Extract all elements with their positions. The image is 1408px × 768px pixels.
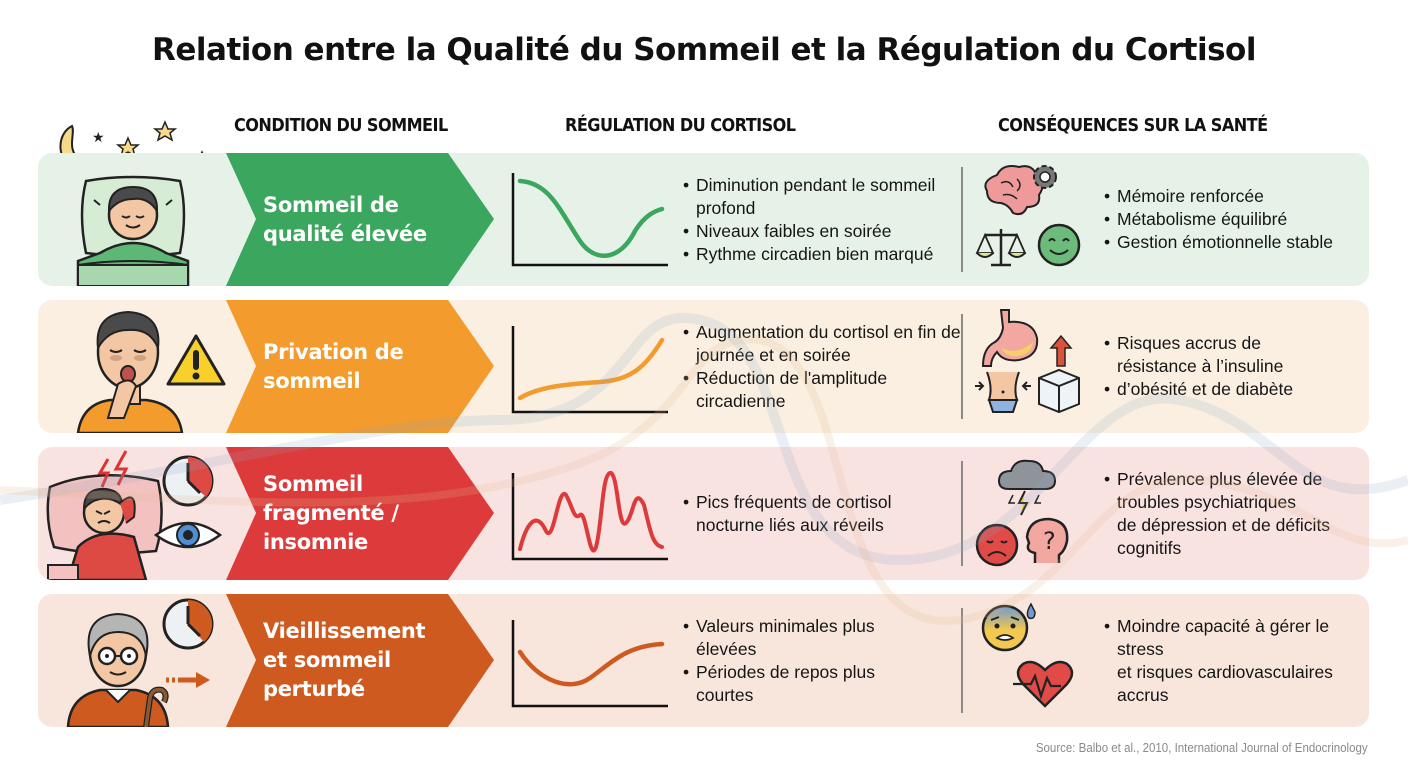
row-sleep-deprivation: Privation de sommeil Augmentation du cor…	[38, 300, 1369, 433]
regulation-item: Rythme circadien bien marqué	[683, 243, 963, 266]
regulation-item: Valeurs minimales plus élevées	[683, 615, 918, 661]
divider	[961, 608, 963, 713]
arrow-right-icon	[166, 672, 210, 688]
condition-banner-red	[226, 447, 494, 580]
regulation-item: Diminution pendant le sommeil profond	[683, 174, 963, 220]
regulation-item: Augmentation du cortisol en fin de journ…	[683, 321, 963, 367]
yawning-person-icon	[76, 310, 226, 433]
regulation-item: Réduction de l'amplitude circadienne	[683, 367, 963, 413]
condition-banner-green	[226, 153, 494, 286]
clock-icon	[162, 455, 214, 507]
row-aging-sleep: Vieillissement et sommeil perturbé Valeu…	[38, 594, 1369, 727]
heart-pulse-icon	[1013, 660, 1074, 708]
condition-label: Sommeil de qualité élevée	[263, 192, 427, 246]
elderly-person-icon	[66, 598, 214, 727]
source-citation: Source: Balbo et al., 2010, Internationa…	[1036, 741, 1368, 755]
brain-gear-icon	[984, 165, 1057, 216]
consequences-list: Mémoire renforcée Métabolisme équilibré …	[1104, 153, 1369, 286]
condition-banner-burnt-orange	[226, 594, 494, 727]
condition-label: Vieillissement et sommeil perturbé	[263, 619, 426, 701]
consequences-list: Moindre capacité à gérer le stress et ri…	[1104, 594, 1369, 727]
consequence-item: d’obésité et de diabète	[1104, 378, 1369, 401]
anxious-face-icon	[981, 602, 1036, 652]
consequences-list: Prévalence plus élevée de troubles psych…	[1104, 447, 1369, 580]
clock-icon	[162, 598, 214, 650]
eye-icon	[153, 521, 223, 549]
regulation-list: Pics fréquents de cortisol nocturne liés…	[683, 447, 963, 580]
stomach-icon	[981, 309, 1039, 367]
health-icons-group: ?	[975, 459, 1069, 567]
regulation-list: Augmentation du cortisol en fin de journ…	[683, 300, 963, 433]
consequence-continuation: de dépression et de déficits cognitifs	[1117, 514, 1331, 558]
regulation-list: Diminution pendant le sommeil profond Ni…	[683, 153, 963, 286]
consequence-item: Prévalence plus élevée de troubles psych…	[1104, 468, 1354, 514]
cortisol-curve-chart	[511, 326, 668, 414]
cortisol-curve-chart	[511, 173, 668, 267]
page-title: Relation entre la Qualité du Sommeil et …	[152, 32, 1256, 68]
divider	[961, 314, 963, 419]
consequence-item: Moindre capacité à gérer le stress	[1104, 615, 1344, 661]
condition-label: Sommeil fragmenté / insomnie	[263, 472, 399, 554]
arrow-up-icon	[1049, 334, 1073, 367]
cortisol-curve-chart	[511, 620, 668, 708]
sleeping-person-icon	[76, 175, 190, 286]
consequence-continuation: et risques cardiovasculaires accrus	[1117, 661, 1333, 705]
head-question-icon: ?	[1025, 517, 1069, 563]
smiley-face-icon	[1037, 223, 1081, 267]
column-header-condition: CONDITION DU SOMMEIL	[234, 116, 448, 136]
condition-banner-orange	[226, 300, 494, 433]
health-icons-group	[981, 602, 1074, 708]
waist-icon	[975, 371, 1031, 413]
health-icons-group	[975, 309, 1080, 414]
health-icons-group	[975, 165, 1081, 267]
svg-text:?: ?	[1043, 527, 1056, 555]
row-fragmented-sleep: Sommeil fragmenté / insomnie Pics fréque…	[38, 447, 1369, 580]
column-header-regulation: RÉGULATION DU CORTISOL	[565, 116, 796, 136]
divider	[961, 461, 963, 566]
regulation-item: Périodes de repos plus courtes	[683, 661, 918, 707]
consequence-item: Gestion émotionnelle stable	[1104, 231, 1369, 254]
insomnia-person-icon	[46, 450, 223, 580]
storm-cloud-icon	[997, 459, 1057, 516]
consequence-item: Mémoire renforcée	[1104, 185, 1369, 208]
row-high-quality-sleep: Sommeil de qualité élevée Diminution pen…	[38, 153, 1369, 286]
consequence-item: Métabolisme équilibré	[1104, 208, 1369, 231]
svg-text:★: ★	[92, 129, 105, 145]
condition-label: Privation de sommeil	[263, 339, 404, 393]
consequence-item: Risques accrus de résistance à l’insulin…	[1104, 332, 1324, 378]
cortisol-curve-chart	[511, 470, 668, 561]
sugar-cube-icon	[1038, 368, 1080, 414]
balance-scale-icon	[975, 229, 1027, 267]
sad-face-icon	[975, 523, 1019, 567]
divider	[961, 167, 963, 272]
column-header-consequences: CONSÉQUENCES SUR LA SANTÉ	[998, 116, 1268, 136]
regulation-item: Pics fréquents de cortisol nocturne liés…	[683, 491, 933, 537]
consequences-list: Risques accrus de résistance à l’insulin…	[1104, 300, 1369, 433]
regulation-item: Niveaux faibles en soirée	[683, 220, 963, 243]
regulation-list: Valeurs minimales plus élevées Périodes …	[683, 594, 963, 727]
